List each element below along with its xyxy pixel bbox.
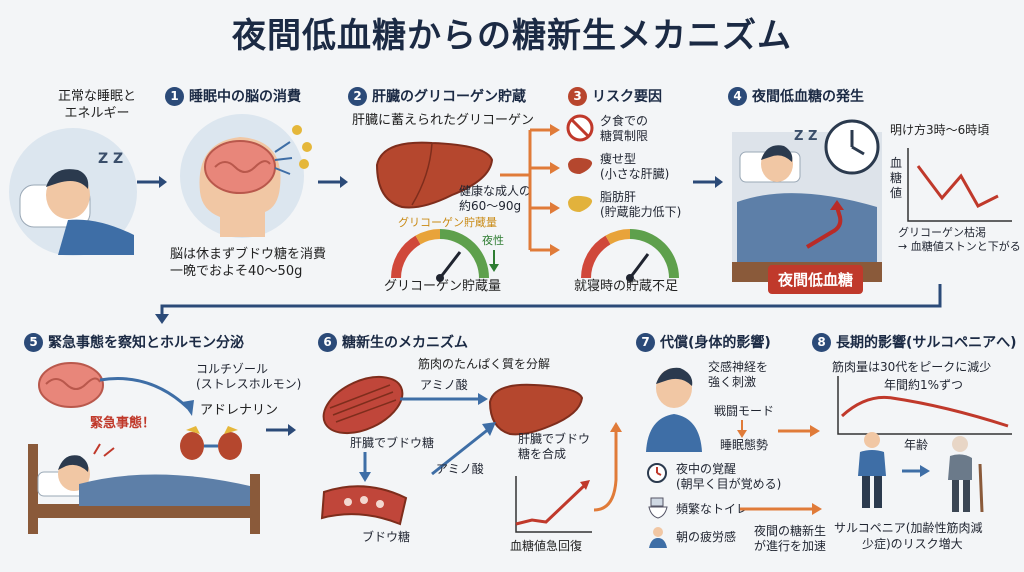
liver-to-glucose-label: 肝臓でブドウ糖 xyxy=(350,436,435,450)
young-person-icon xyxy=(858,432,886,508)
depletion-note: グリコーゲン枯渇 → 血糖値ストンと下がる xyxy=(898,226,1021,253)
amino-acid-label-1: アミノ酸 xyxy=(420,378,468,392)
blood-vessel-illustration xyxy=(320,485,408,526)
progression-label: 夜間の糖新生 が進行を加速 xyxy=(754,524,827,553)
clock-icon xyxy=(647,463,667,483)
arrow-1-to-2 xyxy=(318,176,348,188)
recovery-label: 血糖値急回復 xyxy=(510,539,583,553)
no-carbs-icon xyxy=(566,114,594,142)
small-liver-icon xyxy=(568,157,593,174)
toilet-icon xyxy=(648,497,668,519)
zzz-icon-2: Z Z xyxy=(794,129,817,144)
arrow-3-to-4 xyxy=(693,176,723,188)
adult-amount-label: 健康な成人の 約60〜90g xyxy=(459,184,532,213)
gauge-label: グリコーゲン貯蔵量 xyxy=(384,279,502,294)
bedtime-gauge-label: 就寝時の貯蔵不足 xyxy=(574,279,679,294)
night-waking-label: 夜中の覚醒 (朝早く目が覚める) xyxy=(676,462,782,491)
risk-branch-arrows xyxy=(500,124,560,256)
night-label: 夜性 xyxy=(482,234,504,247)
night-down-arrow xyxy=(489,250,499,272)
night-bed-illustration: Z Z xyxy=(732,119,882,282)
fight-mode-label: 戦闘モード xyxy=(714,404,775,418)
muscle-peak-label: 筋肉量は30代をピークに減少 xyxy=(832,360,992,374)
emergency-label: 緊急事態！ xyxy=(90,416,156,431)
tired-person-icon xyxy=(649,527,667,548)
recovery-chart xyxy=(515,476,592,533)
brain-icon xyxy=(38,362,104,408)
time-label: 明け方3時〜6時頃 xyxy=(890,123,990,137)
brain-head-illustration xyxy=(180,114,312,238)
adrenaline-label: アドレナリン xyxy=(200,403,279,418)
row-connector-arrow xyxy=(155,284,942,324)
fight-down-arrow xyxy=(737,420,747,438)
hypoglycemia-badge: 夜間低血糖 xyxy=(768,265,864,294)
fatty-liver-icon xyxy=(568,195,593,212)
glucose-label: ブドウ糖 xyxy=(362,530,411,544)
arrow-7-to-8-bottom xyxy=(740,503,822,515)
glycogen-stored-label: 肝臓に蓄えられたグリコーゲン xyxy=(352,113,535,128)
blood-sugar-drop-chart xyxy=(907,148,1012,222)
liver-illustration xyxy=(375,141,494,209)
fatigue-label: 朝の疲労感 xyxy=(676,530,737,544)
down-arrow-glucose xyxy=(359,452,371,482)
amino-acid-label-2: アミノ酸 xyxy=(436,462,484,476)
zzz-icon: Z Z xyxy=(98,151,123,167)
risk-diet: 夕食での糖質制限 xyxy=(600,114,649,143)
muscle-breakdown-label: 筋肉のたんぱく質を分解 xyxy=(418,357,551,371)
adrenal-glands-icon xyxy=(180,426,242,460)
bedtime-gauge xyxy=(581,229,679,282)
hormone-arrows xyxy=(99,377,194,416)
arrow-5-to-6 xyxy=(266,424,296,436)
liver-synthesis-icon xyxy=(488,383,584,436)
page-title: 夜間低血糖からの糖新生メカニズム xyxy=(232,16,792,56)
glucose-synthesis-label: 肝臓でブドウ 糖を合成 xyxy=(518,432,591,461)
arrow-6-to-7 xyxy=(593,422,622,512)
age-axis-label: 年齢 xyxy=(904,438,929,452)
elderly-person-icon xyxy=(948,436,984,513)
stressed-person-illustration xyxy=(646,367,702,452)
toilet-label: 頻繁なトイレ xyxy=(676,502,749,516)
sleeping-person-illustration: Z Z xyxy=(9,128,137,256)
sleep-posture-label: 睡眠態勢 xyxy=(720,438,769,452)
awake-bed-illustration xyxy=(28,443,260,534)
amino-up-arrow xyxy=(431,422,496,476)
sympathetic-label: 交感神経を 強く刺激 xyxy=(708,360,769,389)
step1-desc: 脳は休まずブドウ糖を消費 一晩でおよそ40〜50g xyxy=(170,247,327,279)
amino-to-liver-arrow xyxy=(400,393,488,405)
arrow-7-to-8-top xyxy=(778,425,820,437)
yearly-decline-label: 年間約1%ずつ xyxy=(884,378,964,392)
risk-fatty: 脂肪肝(貯蔵能力低下) xyxy=(600,190,682,219)
aging-arrow xyxy=(902,465,930,477)
muscle-illustration xyxy=(322,375,404,435)
sarcopenia-label: サルコペニア(加齢性筋肉減 少症)のリスク増大 xyxy=(834,521,983,551)
muscle-decline-chart xyxy=(837,376,1012,435)
glycogen-gauge xyxy=(391,229,489,282)
gauge-title: グリコーゲン貯蔵量 xyxy=(398,216,497,229)
cortisol-label: コルチゾール (ストレスホルモン) xyxy=(196,362,302,391)
risk-thin: 痩せ型(小さな肝臓) xyxy=(600,152,670,181)
intro-label: 正常な睡眠と エネルギー xyxy=(57,89,136,121)
blood-sugar-ylabel: 血糖値 xyxy=(890,156,903,200)
arrow-intro-to-1 xyxy=(137,176,167,188)
